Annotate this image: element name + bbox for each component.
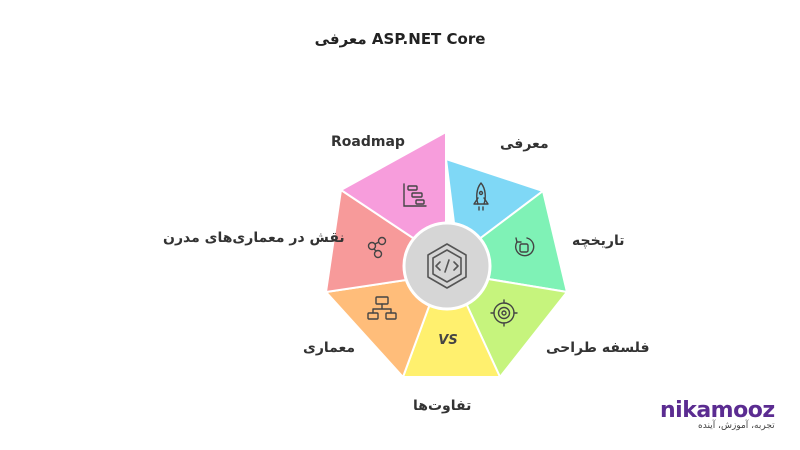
share-nodes-icon <box>367 236 387 259</box>
segment-label-design-philosophy: فلسفه طراحی <box>546 340 650 356</box>
segment-label-intro: معرفی <box>500 136 549 152</box>
target-icon <box>490 299 518 327</box>
segment-label-roadmap: Roadmap <box>331 134 405 150</box>
history-icon <box>514 237 535 257</box>
brand-name: nikamooz <box>660 398 775 423</box>
versus-icon: VS <box>438 333 457 348</box>
code-hexagon-icon <box>427 243 467 289</box>
svg-text:VS: VS <box>438 333 457 348</box>
segment-label-modern-role: نقش در معماری‌های مدرن <box>163 230 345 246</box>
gantt-chart-icon <box>403 183 427 207</box>
brand-logo: nikamooz تجربه، آموزش، آینده <box>660 398 775 431</box>
segment-label-differences: تفاوت‌ها <box>413 398 472 414</box>
server-network-icon <box>367 296 397 320</box>
page-title: معرفی ASP.NET Core <box>314 30 486 48</box>
segment-label-history: تاریخچه <box>572 233 625 249</box>
rocket-icon <box>473 182 489 211</box>
brand-tagline: تجربه، آموزش، آینده <box>698 421 775 431</box>
segment-label-architecture: معماری <box>303 340 356 356</box>
